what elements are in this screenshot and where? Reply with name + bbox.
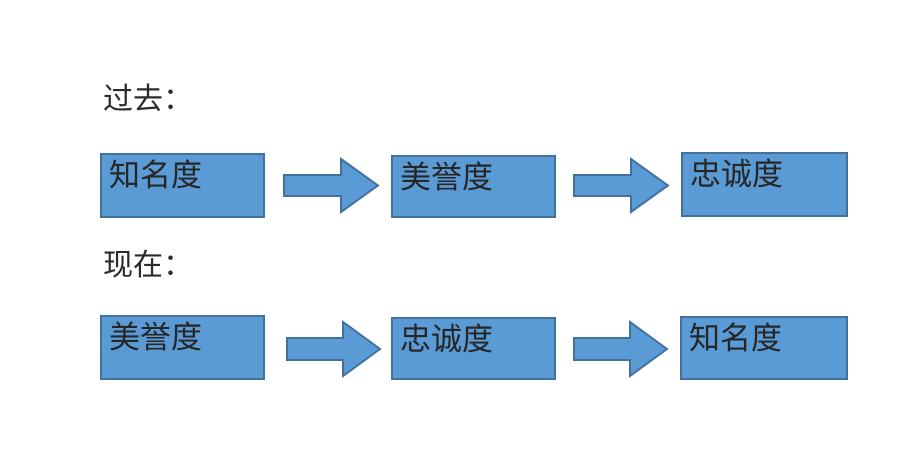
flow-box-past-1[interactable]: 知名度: [100, 153, 265, 218]
flow-box-present-2-label: 忠诚度: [400, 322, 493, 357]
flow-box-past-3[interactable]: 忠诚度: [681, 152, 848, 217]
right-block-arrow-icon-present-2: [573, 320, 669, 378]
flow-box-present-3-label: 知名度: [689, 321, 782, 356]
flow-box-past-1-label: 知名度: [109, 158, 202, 193]
flow-box-present-1[interactable]: 美誉度: [100, 315, 265, 380]
flow-box-past-2[interactable]: 美誉度: [391, 155, 556, 218]
past-label: 过去：: [103, 83, 193, 116]
flow-box-past-3-label: 忠诚度: [690, 157, 783, 192]
flow-box-present-2[interactable]: 忠诚度: [391, 317, 556, 380]
flow-box-present-3[interactable]: 知名度: [680, 316, 848, 380]
present-label: 现在：: [103, 249, 193, 282]
right-block-arrow-icon-past-1: [283, 157, 380, 214]
right-block-arrow-icon-present-1: [286, 320, 382, 378]
right-block-arrow-icon-past-2: [573, 157, 670, 214]
flow-box-past-2-label: 美誉度: [400, 160, 493, 195]
flow-box-present-1-label: 美誉度: [109, 320, 202, 355]
